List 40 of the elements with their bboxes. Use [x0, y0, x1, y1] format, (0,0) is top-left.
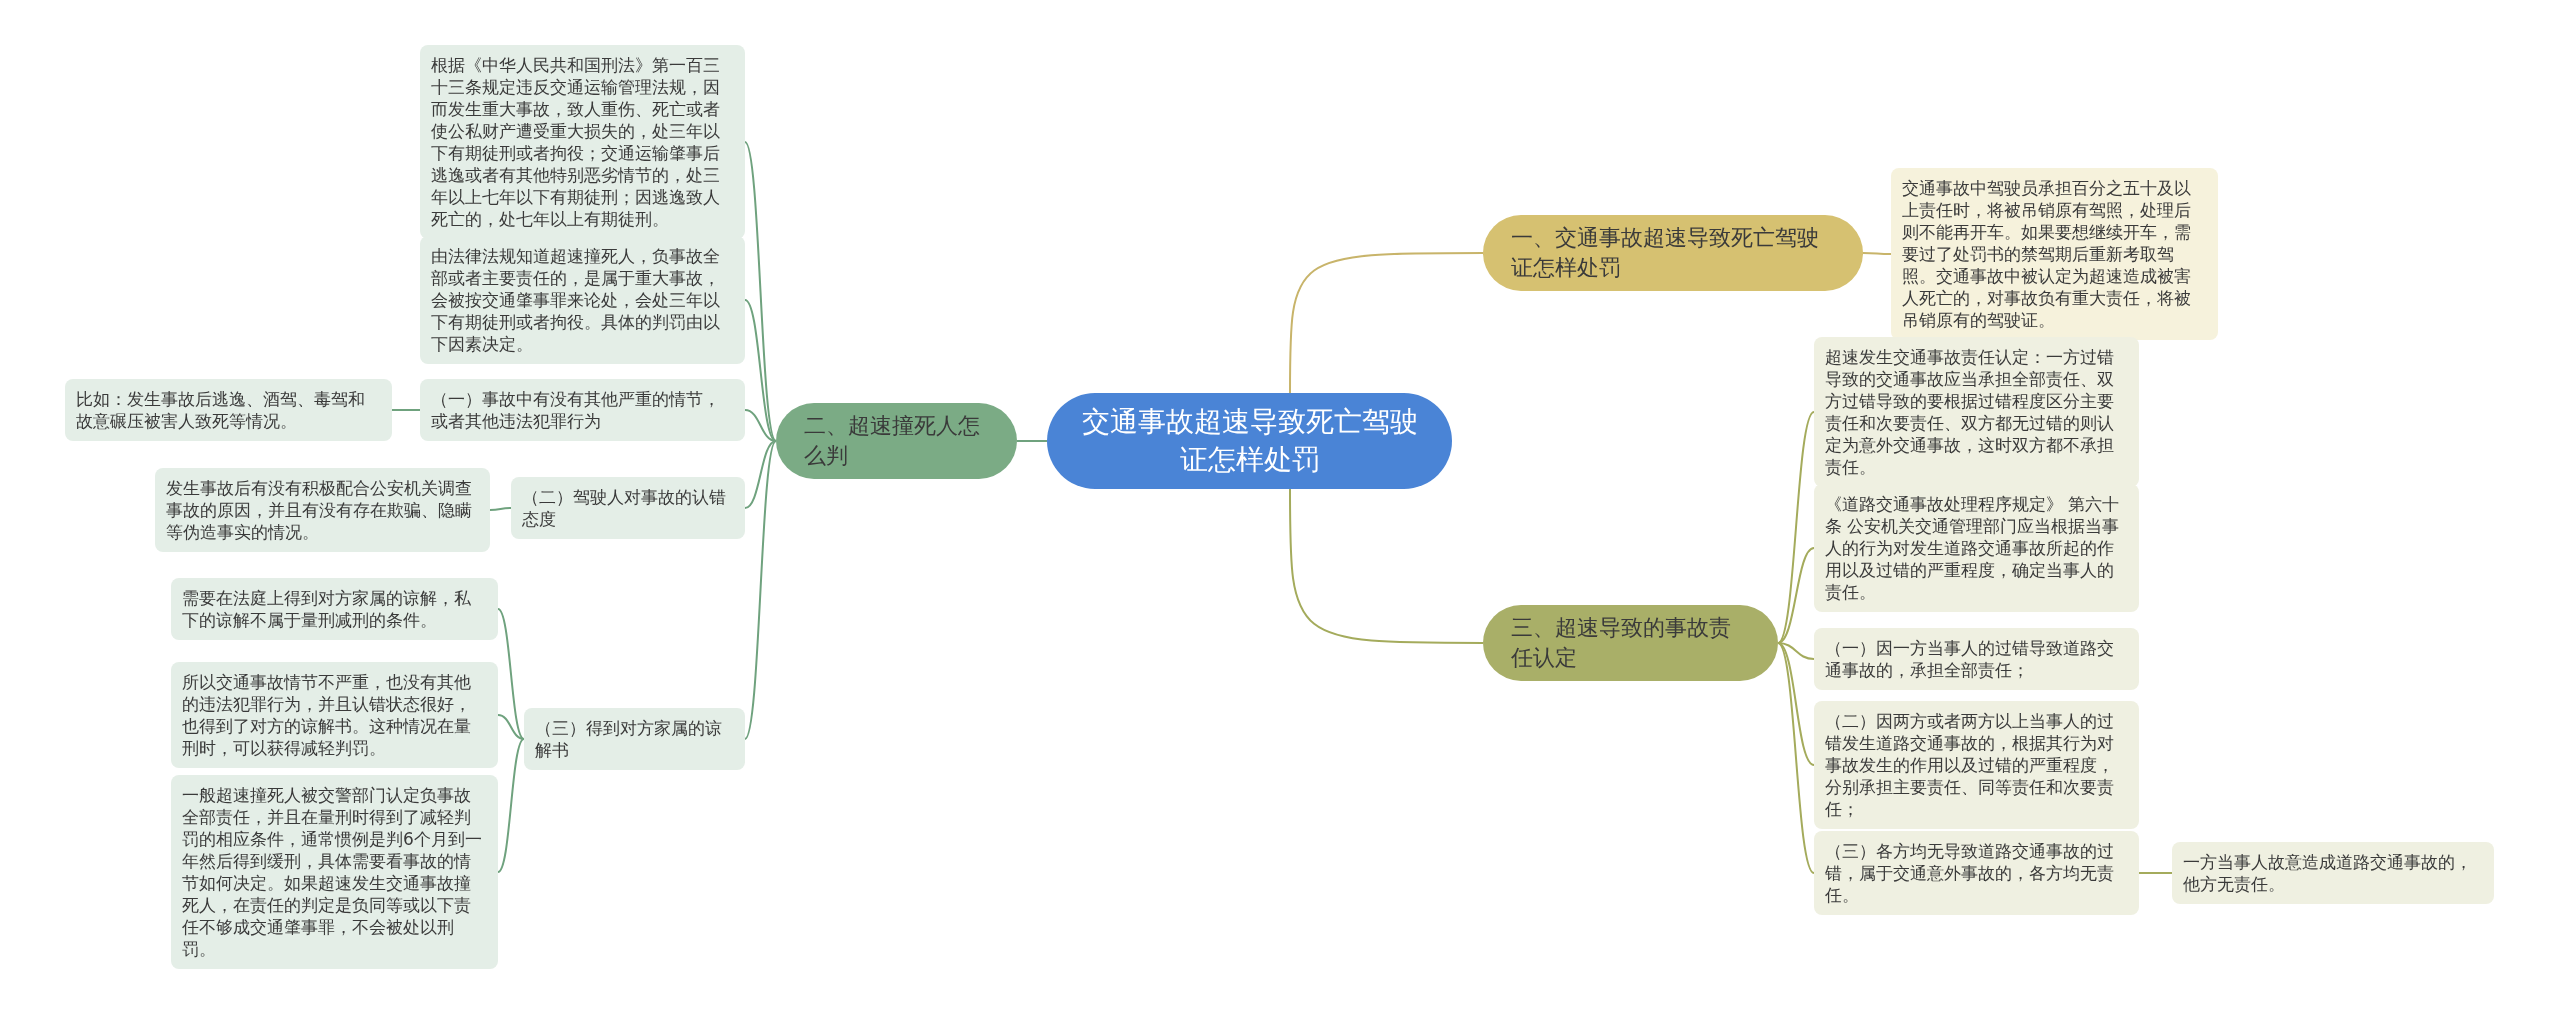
connector-line: [497, 714, 525, 740]
branch-topic: 二、超速撞死人怎么判: [776, 403, 1017, 479]
text-box: （二）驾驶人对事故的认错态度: [511, 477, 745, 539]
text-box: （三）各方均无导致道路交通事故的过错，属于交通意外事故的，各方均无责任。: [1814, 831, 2139, 915]
connector-line: [497, 608, 525, 740]
branch-topic: 三、超速导致的事故责任认定: [1483, 605, 1778, 681]
text-box: 发生事故后有没有积极配合公安机关调查事故的原因，并且有没有存在欺骗、隐瞒等伪造事实的情况。: [155, 468, 490, 552]
text-box: 一般超速撞死人被交警部门认定负事故全部责任，并且在量刑时得到了减轻判罚的相应条件，通常惯例是判6个月到一年然后得到缓刑，具体需要看事故的情节如何决定。如果超速发生交通事故撞死人，在责任的判定是负同等或以下责任不够成交通肇事罪，不会被处以刑罚。: [171, 775, 498, 969]
connector-line: [489, 507, 512, 511]
connector-line: [744, 409, 777, 442]
branch-topic: 一、交通事故超速导致死亡驾驶证怎样处罚: [1483, 215, 1863, 291]
connector-line: [744, 440, 777, 509]
text-box: （一）因一方当事人的过错导致道路交通事故的，承担全部责任；: [1814, 628, 2139, 690]
text-box: 由法律法规知道超速撞死人，负事故全部或者主要责任的，是属于重大事故，会被按交通肇事罪来论处，会处三年以下有期徒刑或者拘役。具体的判罚由以下因素决定。: [420, 236, 745, 364]
text-box: （二）因两方或者两方以上当事人的过错发生道路交通事故的，根据其行为对事故发生的作用以及过错的严重程度，分别承担主要责任、同等责任和次要责任；: [1814, 701, 2139, 829]
connector-line: [1016, 440, 1048, 442]
connector-line: [1777, 642, 1815, 874]
connector-line: [1777, 547, 1815, 644]
connector-line: [1777, 642, 1815, 766]
connector-line: [1862, 252, 1892, 255]
central-topic: 交通事故超速导致死亡驾驶证怎样处罚: [1047, 393, 1452, 489]
text-box: 《道路交通事故处理程序规定》 第六十条 公安机关交通管理部门应当根据当事人的行为对发生道路交通事故所起的作用以及过错的严重程度，确定当事人的责任。: [1814, 484, 2139, 612]
connector-line: [2138, 872, 2173, 874]
connector-line: [744, 141, 777, 442]
connector-line: [497, 738, 525, 873]
connector-line: [744, 440, 777, 740]
connector-line: [744, 299, 777, 442]
text-box: 所以交通事故情节不严重，也没有其他的违法犯罪行为，并且认错状态很好，也得到了对方的谅解书。这种情况在量刑时，可以获得减轻判罚。: [171, 662, 498, 768]
text-box: 比如：发生事故后逃逸、酒驾、毒驾和故意碾压被害人致死等情况。: [65, 379, 392, 441]
text-box: 一方当事人故意造成道路交通事故的，他方无责任。: [2172, 842, 2494, 904]
connector-line: [1289, 252, 1484, 394]
text-box: 超速发生交通事故责任认定：一方过错导致的交通事故应当承担全部责任、双方过错导致的要根据过错程度区分主要责任和次要责任、双方都无过错的则认定为意外交通事故，这时双方都不承担责任。: [1814, 337, 2139, 487]
text-box: 根据《中华人民共和国刑法》第一百三十三条规定违反交通运输管理法规，因而发生重大事故，致人重伤、死亡或者使公私财产遭受重大损失的，处三年以下有期徒刑或者拘役；交通运输肇事后逃逸或者有其他特别恶劣情节的，处三年以上七年以下有期徒刑；因逃逸致人死亡的，处七年以上有期徒刑。: [420, 45, 745, 239]
text-box: 交通事故中驾驶员承担百分之五十及以上责任时，将被吊销原有驾照，处理后则不能再开车。如果要想继续开车，需要过了处罚书的禁驾期后重新考取驾照。交通事故中被认定为超速造成被害人死亡的，对事故负有重大责任，将被吊销原有的驾驶证。: [1891, 168, 2218, 340]
connector-line: [1289, 488, 1484, 644]
connector-line: [391, 409, 421, 411]
text-box: （三）得到对方家属的谅解书: [524, 708, 745, 770]
text-box: （一）事故中有没有其他严重的情节，或者其他违法犯罪行为: [420, 379, 745, 441]
text-box: 需要在法庭上得到对方家属的谅解，私下的谅解不属于量刑减刑的条件。: [171, 578, 498, 640]
connector-line: [1777, 411, 1815, 644]
